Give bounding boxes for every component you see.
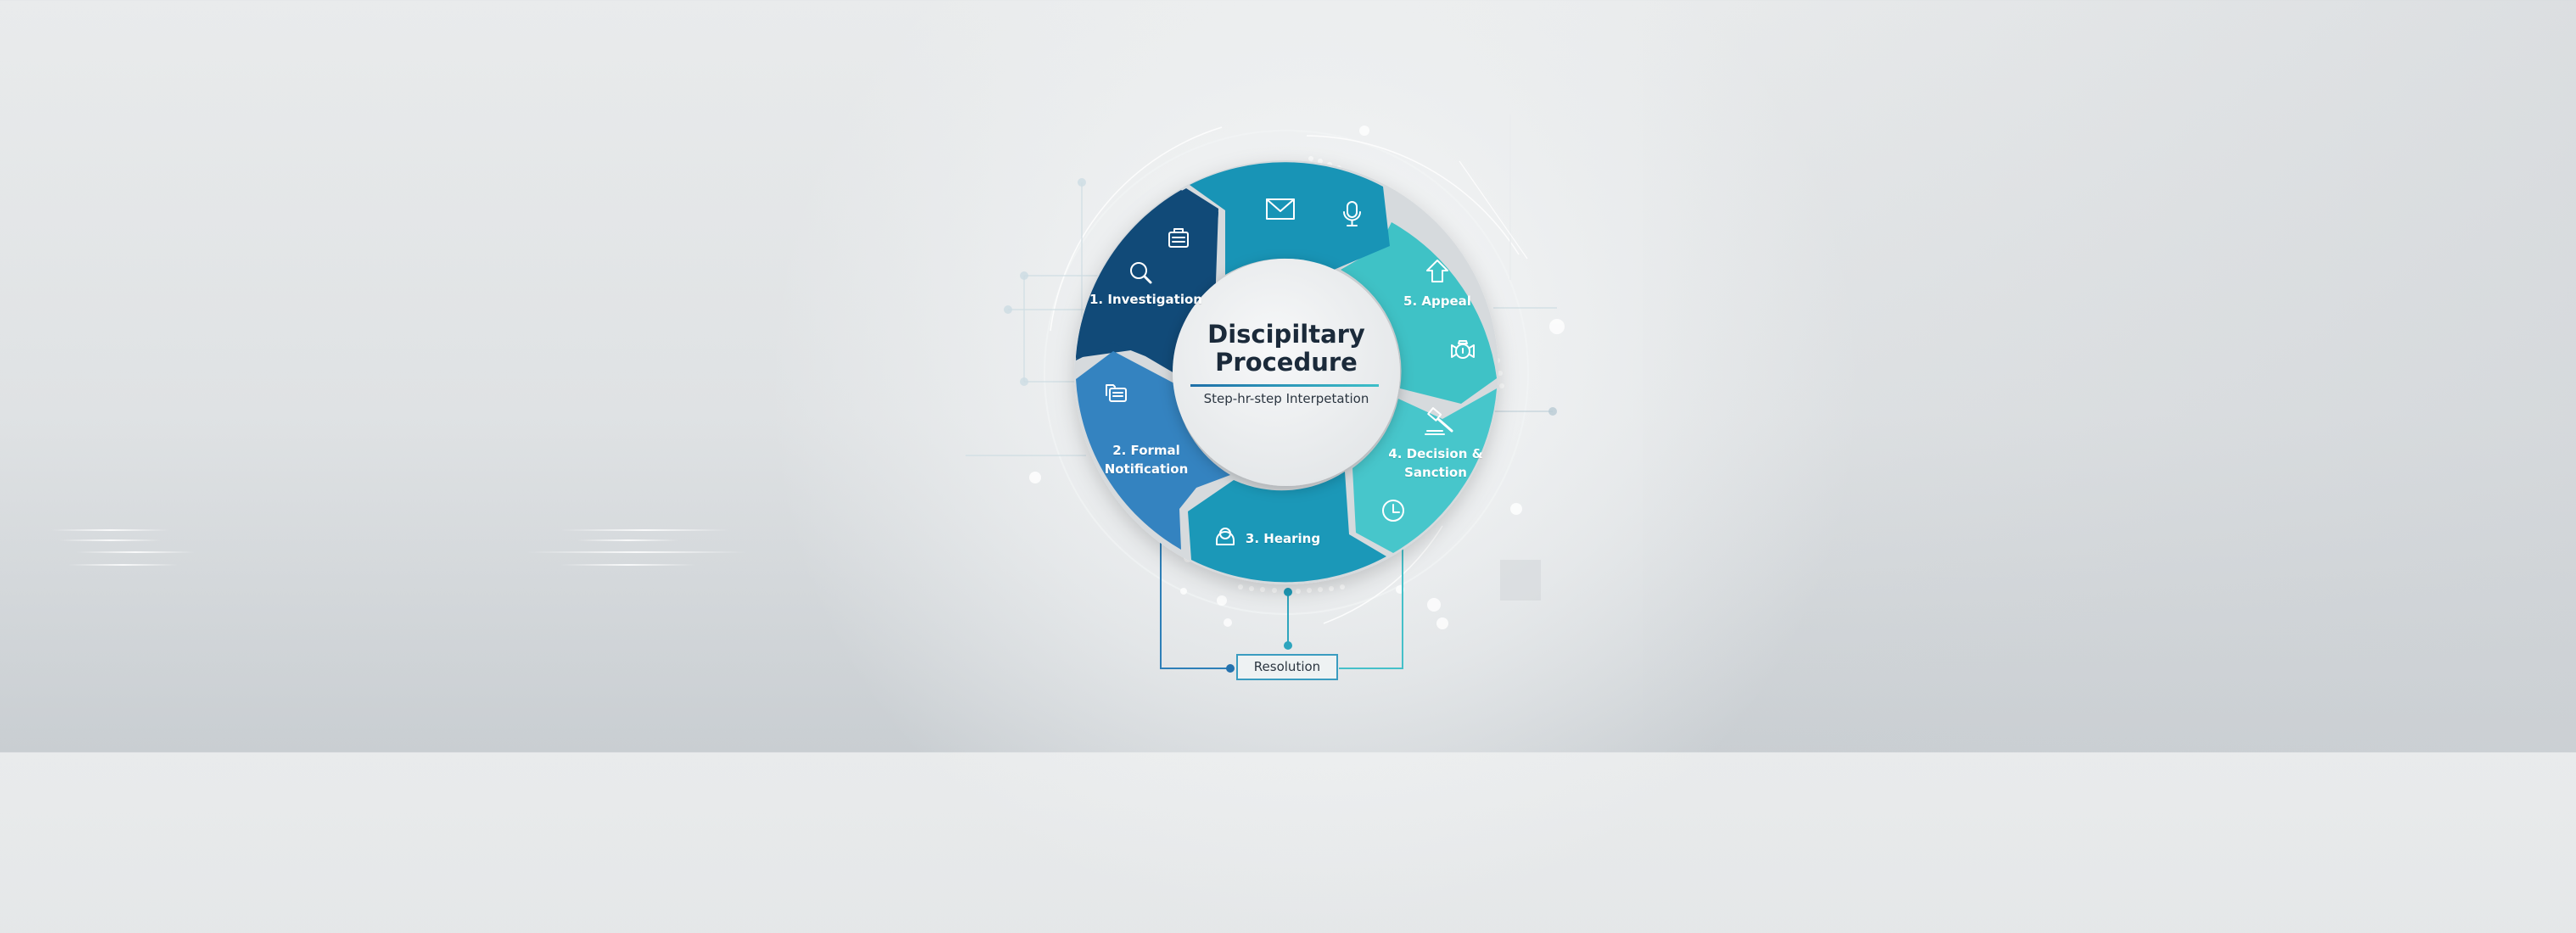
step-label-hearing[interactable]: 3. Hearing — [1245, 531, 1321, 546]
background-streak — [76, 551, 195, 553]
background-streak — [577, 539, 679, 541]
resolution-box[interactable]: Resolution — [1236, 654, 1338, 680]
briefcase-icon — [1168, 228, 1189, 248]
bell-icon — [1451, 340, 1475, 359]
step-label-investigation[interactable]: 1. Investigation — [1089, 292, 1202, 307]
decorative-lines — [1044, 115, 1529, 624]
connector-node — [1226, 664, 1235, 673]
background-streak — [68, 564, 178, 566]
step-label-decision-sanction[interactable]: 4. Decision & Sanction — [1385, 444, 1487, 482]
background-streak — [526, 551, 747, 553]
segment-hearing[interactable] — [1188, 472, 1386, 583]
step-label-appeal[interactable]: 5. Appeal — [1403, 293, 1471, 309]
center-disc — [1173, 259, 1400, 486]
step-label-line: Notification — [1104, 461, 1189, 477]
background-streak — [560, 529, 730, 531]
step-label-line: 4. Decision & — [1388, 446, 1483, 461]
diagram-subtitle: Step-hr-step Interpetation — [1203, 391, 1369, 406]
step-label-line: Sanction — [1404, 465, 1467, 480]
up-arrow-icon — [1426, 260, 1448, 282]
connector-node — [1284, 641, 1292, 650]
decorative-grid-lines — [966, 182, 1557, 456]
background-shade — [1643, 0, 2576, 752]
person-icon — [1216, 528, 1235, 545]
envelope-icon — [1266, 198, 1295, 220]
microphone-icon — [1343, 201, 1361, 226]
decorative-square — [1500, 560, 1541, 601]
title-divider — [1190, 384, 1379, 387]
segment-appeal[interactable] — [1341, 222, 1497, 404]
segment-decision-sanction[interactable] — [1352, 388, 1497, 553]
step-label-line: 2. Formal — [1112, 443, 1180, 458]
background-streak — [51, 529, 170, 531]
resolution-connectors — [1160, 539, 1403, 669]
documents-icon — [1106, 384, 1127, 402]
diagram-title-line1: Discipiltary — [1207, 320, 1365, 349]
gavel-icon — [1425, 407, 1453, 435]
clock-icon — [1382, 500, 1404, 522]
diagram-title: Discipiltary Procedure — [1176, 321, 1397, 377]
search-icon — [1130, 262, 1152, 284]
diagram-title-line2: Procedure — [1215, 348, 1358, 377]
process-cycle-diagram — [966, 115, 1557, 673]
step-label-formal-notification[interactable]: 2. Formal Notification — [1100, 441, 1193, 478]
background-streak — [59, 539, 161, 541]
connector-node — [1284, 588, 1292, 596]
background-streak — [560, 564, 696, 566]
